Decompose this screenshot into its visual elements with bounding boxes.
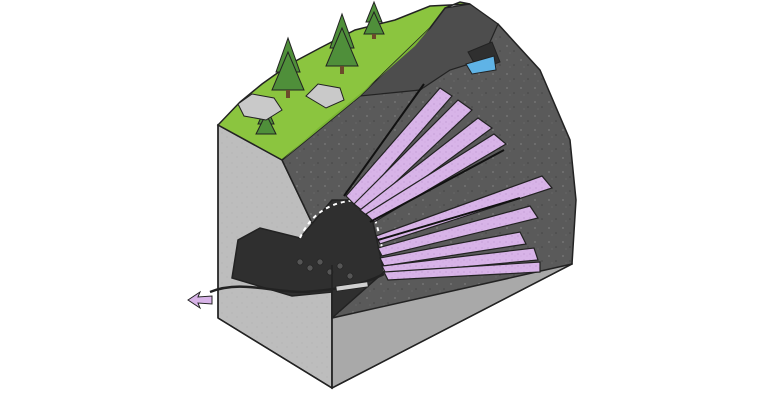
water-icon: [465, 41, 501, 75]
tree-icon: [271, 36, 305, 98]
grout-column: [365, 133, 508, 223]
tunnel-floor-rubble: [296, 258, 354, 280]
arrow-icon: [187, 290, 213, 310]
borehole: [369, 149, 505, 223]
grout-column: [381, 247, 539, 275]
packer-section: [335, 281, 369, 292]
grout-column: [377, 205, 539, 257]
grout-column: [383, 261, 541, 281]
boreholes: [343, 83, 521, 241]
grout-columns: [345, 87, 554, 281]
block-outline: [217, 125, 573, 389]
grout-column: [345, 87, 453, 207]
borehole: [377, 197, 521, 241]
borehole: [343, 83, 425, 197]
tree-icon: [325, 12, 359, 74]
grout-column: [379, 231, 527, 267]
tree-icon: [363, 0, 385, 39]
boulder-icon: [237, 83, 345, 121]
